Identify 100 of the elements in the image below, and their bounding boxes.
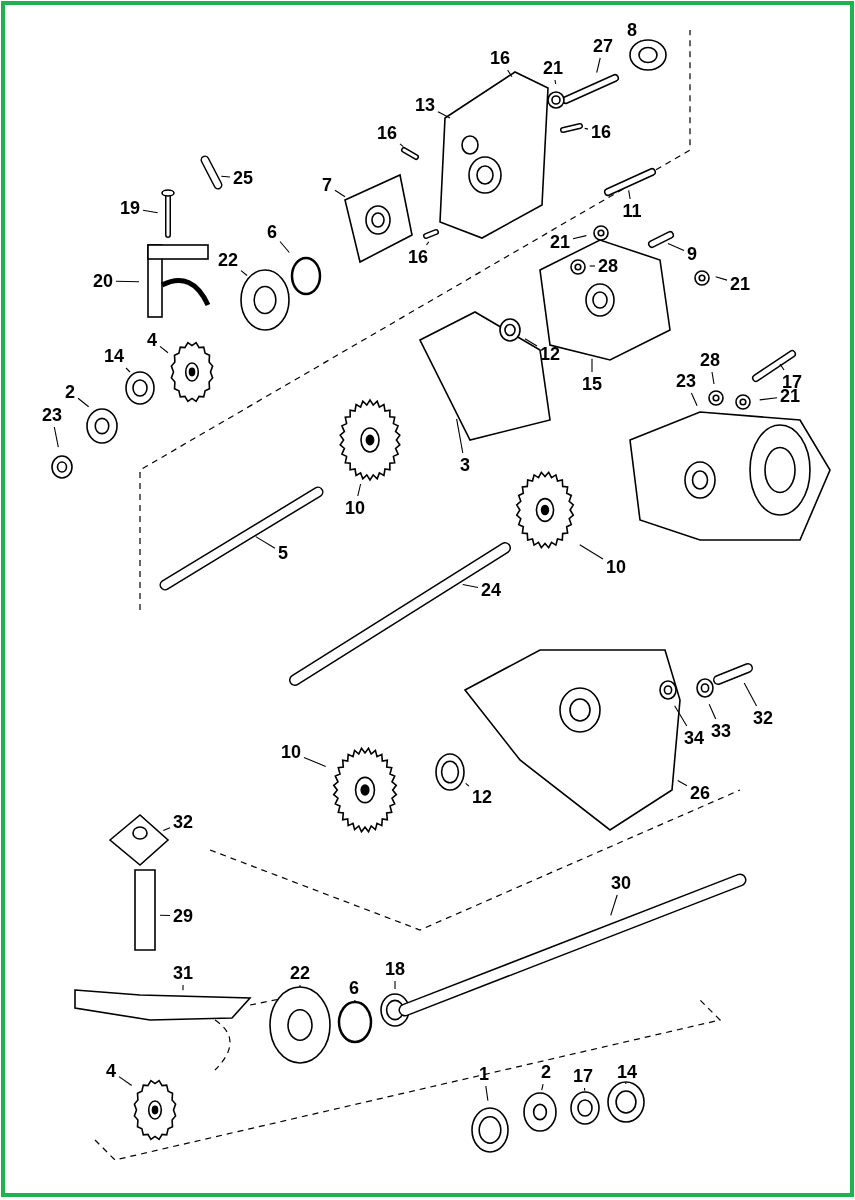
callout-number: 29 (172, 906, 195, 926)
leader-line (628, 189, 631, 200)
callout-number: 8 (626, 20, 638, 40)
leader-line (507, 69, 513, 78)
leader-line (715, 276, 728, 281)
callout-number: 7 (321, 175, 333, 195)
leader-line (77, 397, 90, 408)
callout-number: 22 (217, 250, 240, 270)
leader-line (303, 756, 327, 768)
callout-number: 21 (549, 232, 572, 252)
callout-number: 12 (539, 344, 562, 364)
callout-number: 32 (172, 812, 195, 832)
leader-line (159, 914, 171, 917)
callout-number: 25 (232, 168, 255, 188)
callout-number: 14 (616, 1062, 639, 1082)
leader-line (456, 418, 464, 454)
leader-line (674, 705, 688, 727)
callout-number: 32 (752, 708, 775, 728)
callout-number: 16 (489, 48, 512, 68)
leader-line (554, 79, 557, 85)
leader-line (125, 367, 131, 373)
leader-line (596, 57, 601, 74)
callout-number: 17 (572, 1066, 595, 1086)
leader-line (357, 483, 362, 497)
callout-number: 16 (590, 122, 613, 142)
leader-line (437, 111, 451, 119)
callout-number: 33 (710, 721, 733, 741)
leader-line (625, 1082, 627, 1085)
leader-line (610, 894, 618, 916)
callout-number: 34 (683, 728, 706, 748)
leader-line (399, 143, 404, 148)
leader-line (524, 338, 538, 347)
leader-line (115, 280, 140, 283)
callout-number: 18 (384, 959, 407, 979)
callout-number: 24 (480, 580, 503, 600)
callout-number: 10 (344, 498, 367, 518)
leader-line (354, 999, 356, 1003)
callout-number: 12 (471, 787, 494, 807)
callout-number: 26 (689, 783, 712, 803)
leader-line (711, 371, 715, 385)
callout-number: 16 (407, 247, 430, 267)
callout-number: 23 (41, 405, 64, 425)
leader-line (589, 265, 596, 267)
leader-line (667, 242, 685, 252)
callout-number: 10 (605, 557, 628, 577)
leader-line (53, 426, 59, 448)
callout-number: 6 (348, 978, 360, 998)
callout-number: 6 (266, 222, 278, 242)
leader-line (541, 1083, 544, 1091)
leader-line (579, 544, 604, 560)
callout-number: 1 (478, 1064, 490, 1084)
leader-line (779, 363, 785, 371)
leader-line (394, 980, 396, 990)
callout-number: 28 (699, 350, 722, 370)
callout-number: 5 (277, 543, 289, 563)
callout-number: 30 (610, 873, 633, 893)
callout-number: 21 (542, 58, 565, 78)
callout-number: 21 (729, 274, 752, 294)
callout-number: 31 (172, 963, 195, 983)
leader-line (162, 827, 171, 832)
leader-line (639, 40, 642, 43)
leader-line (255, 536, 276, 549)
callout-number: 2 (64, 382, 76, 402)
callout-number: 13 (414, 95, 437, 115)
leader-line (118, 1076, 133, 1087)
leader-line (425, 241, 430, 246)
callout-number: 20 (92, 271, 115, 291)
leader-line (485, 1085, 489, 1102)
leader-line (591, 358, 593, 373)
leader-line (584, 127, 589, 130)
callout-number: 28 (597, 256, 620, 276)
callout-number: 3 (459, 455, 471, 475)
leader-line (743, 682, 758, 707)
leader-line (690, 392, 698, 407)
leader-line (182, 984, 184, 991)
callout-number: 4 (105, 1061, 117, 1081)
leader-line (334, 189, 346, 198)
callout-number: 23 (675, 371, 698, 391)
leader-line (299, 984, 301, 988)
callout-number: 19 (119, 198, 142, 218)
callout-number: 11 (621, 201, 643, 221)
leader-line (240, 270, 248, 277)
callout-number: 27 (592, 36, 615, 56)
leader-line (220, 175, 231, 178)
callout-number: 2 (540, 1062, 552, 1082)
leader-line (142, 209, 159, 214)
callout-number: 16 (376, 123, 399, 143)
leader-line (583, 1087, 586, 1092)
leader-line (279, 240, 290, 254)
callout-number: 9 (686, 244, 698, 264)
callout-number: 14 (103, 346, 126, 366)
leader-line (159, 345, 169, 354)
leader-line (677, 780, 688, 787)
leader-line (759, 397, 778, 401)
callout-number: 22 (289, 963, 312, 983)
callout-number: 15 (581, 374, 604, 394)
leader-line (465, 782, 470, 787)
leader-line (572, 235, 587, 240)
callout-number: 10 (280, 742, 303, 762)
callout-number: 4 (146, 330, 158, 350)
